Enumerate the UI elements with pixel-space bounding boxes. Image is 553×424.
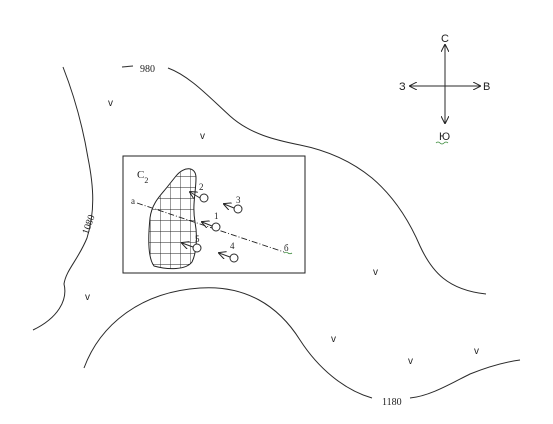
compass-north-label: С [441, 33, 449, 45]
compass: С Ю З В [399, 33, 490, 145]
symbol-v: v [474, 346, 479, 357]
well-5: 5 [182, 234, 202, 253]
symbol-v: v [85, 292, 90, 303]
contour-label-1080: 1080 [80, 213, 97, 236]
inset-map: C2 а б 2 3 1 5 4 [122, 155, 306, 274]
svg-text:1: 1 [214, 211, 219, 221]
symbol-v: v [200, 131, 205, 142]
well-4: 4 [219, 241, 239, 263]
inset-title: C2 [137, 169, 148, 185]
contour-1180: 1180 [83, 287, 521, 408]
well-3: 3 [224, 195, 243, 214]
symbol-v: v [331, 334, 336, 345]
compass-south-label: Ю [439, 131, 450, 143]
well-2: 2 [190, 182, 209, 203]
contour-label-980: 980 [140, 64, 155, 75]
svg-text:5: 5 [195, 234, 200, 244]
profile-start-label: а [131, 196, 135, 206]
svg-text:3: 3 [236, 195, 241, 205]
inset-frame [122, 155, 306, 274]
symbol-v: v [373, 267, 378, 278]
outcrop-c2 [148, 168, 197, 270]
well-1: 1 [202, 211, 221, 232]
symbol-v: v [108, 98, 113, 109]
contour-980: 980 [121, 64, 487, 295]
contour-label-1180: 1180 [382, 397, 402, 408]
compass-east-label: В [483, 81, 490, 93]
symbols: v v v v v v v [85, 98, 479, 367]
profile-line [136, 202, 285, 253]
compass-west-label: З [399, 81, 406, 93]
svg-text:2: 2 [199, 182, 204, 192]
contour-1080: 1080 [32, 66, 98, 331]
symbol-v: v [408, 356, 413, 367]
svg-text:4: 4 [230, 241, 235, 251]
profile-end-label: б [284, 243, 289, 253]
